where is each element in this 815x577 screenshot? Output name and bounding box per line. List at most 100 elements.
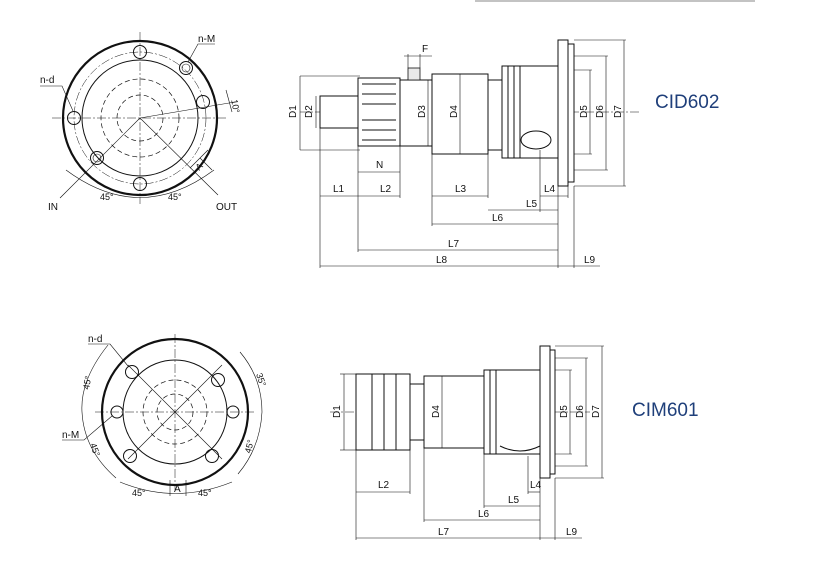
label-d5: D5 [579,105,590,118]
label-angle-45-left: 45° [100,192,114,202]
arc-35 [239,351,263,413]
threaded-hole [110,405,124,419]
ring-section [357,77,401,147]
label-n: N [376,160,383,171]
dim-a-ext [199,157,213,171]
bolt-hole [205,449,219,463]
bolt-hole [67,111,81,125]
label-d5: D5 [559,405,570,418]
label-l7: L7 [448,239,460,250]
flange-face [567,43,575,183]
label-l7: L7 [438,527,450,538]
outlet-port [520,130,552,150]
label-d6: D6 [575,405,586,418]
label-l4: L4 [530,480,542,491]
label-inlet: IN [48,202,58,213]
housing [483,369,541,455]
label-outlet: OUT [216,202,237,213]
d3-section [399,79,433,147]
label-angle-10: 10° [229,99,241,115]
arc-45-mr [237,411,263,475]
label-l9: L9 [566,527,578,538]
angle-arc-10 [225,89,233,113]
label-angle-45-ml: 45° [88,442,102,459]
label-holes-d: n-d [40,75,54,86]
f-block [407,67,421,81]
label-angle-45-tl: 45° [81,375,93,391]
title-cid602: CID602 [655,92,719,113]
radial-line-10deg [139,101,236,119]
diagonal-line [127,364,223,460]
port-hole [90,151,104,165]
leader-nm [62,415,113,441]
body-neck [409,383,425,441]
label-dim-a: A [194,161,205,172]
flange-plate [539,345,551,479]
label-l3: L3 [455,184,467,195]
label-d6: D6 [595,105,606,118]
ring-section [355,373,411,451]
radial-line-out [139,117,219,196]
bolt-hole [133,177,147,191]
leader-nd [88,343,129,367]
angle-arc-45 [65,169,215,198]
dim-a-line [189,149,209,169]
label-holes-m: n-M [198,34,215,45]
threaded-hole-inner [181,63,191,73]
bolt-hole [133,45,147,59]
bolt-hole [125,365,139,379]
flange-plate [557,39,569,187]
label-d1: D1 [332,405,343,418]
label-angle-45-mr: 45° [243,438,256,454]
label-d7: D7 [591,405,602,418]
label-l2: L2 [380,184,392,195]
radial-line-in [59,117,141,199]
leader-nd [40,85,74,112]
label-angle-45-bl: 45° [132,488,146,498]
label-angle-45-right: 45° [168,192,182,202]
label-l5: L5 [508,495,520,506]
housing [501,65,559,159]
cid602-front-view: n-d n-M 10° A IN OUT 45° 45° [40,32,242,213]
bolt-hole [123,449,137,463]
cim601-front-view: n-d n-M 45° 35° 45° 45° 45° 45° A [62,334,268,498]
label-angle-45-br: 45° [198,488,212,498]
label-l5: L5 [526,199,538,210]
body-neck [487,79,503,151]
label-f: F [422,44,428,55]
title-cim601: CIM601 [632,400,699,421]
port-hole-inner [92,153,102,163]
label-d1: D1 [288,105,299,118]
shaft-end [319,95,359,129]
leader-nm [187,43,215,63]
threaded-hole [179,61,193,75]
label-d4: D4 [431,405,442,418]
cim601-side-view: D1 D4 D5 D6 D7 L2 L4 L5 L6 L7 [330,345,604,540]
label-d4: D4 [449,105,460,118]
bolt-hole [196,95,210,109]
label-l6: L6 [478,509,490,520]
outlet-curve [499,445,541,452]
label-l8: L8 [436,255,448,266]
label-holes-m: n-M [62,430,79,441]
label-l9: L9 [584,255,596,266]
label-dim-a: A [174,484,181,495]
label-l1: L1 [333,184,345,195]
bolt-hole [211,373,225,387]
label-l4: L4 [544,184,556,195]
threaded-hole [226,405,240,419]
label-angle-35: 35° [254,372,268,389]
label-l6: L6 [492,213,504,224]
label-holes-d: n-d [88,334,102,345]
label-d7: D7 [613,105,624,118]
flange-face [549,349,556,475]
arc-45-bottom [119,481,233,494]
cid602-side-view: D1 D2 D3 D4 D5 D6 D7 F N [288,39,640,268]
arc-45-ml [81,411,117,479]
arc-45-tl [81,344,109,413]
label-l2: L2 [378,480,390,491]
label-d2: D2 [304,105,315,118]
label-d3: D3 [417,105,428,118]
